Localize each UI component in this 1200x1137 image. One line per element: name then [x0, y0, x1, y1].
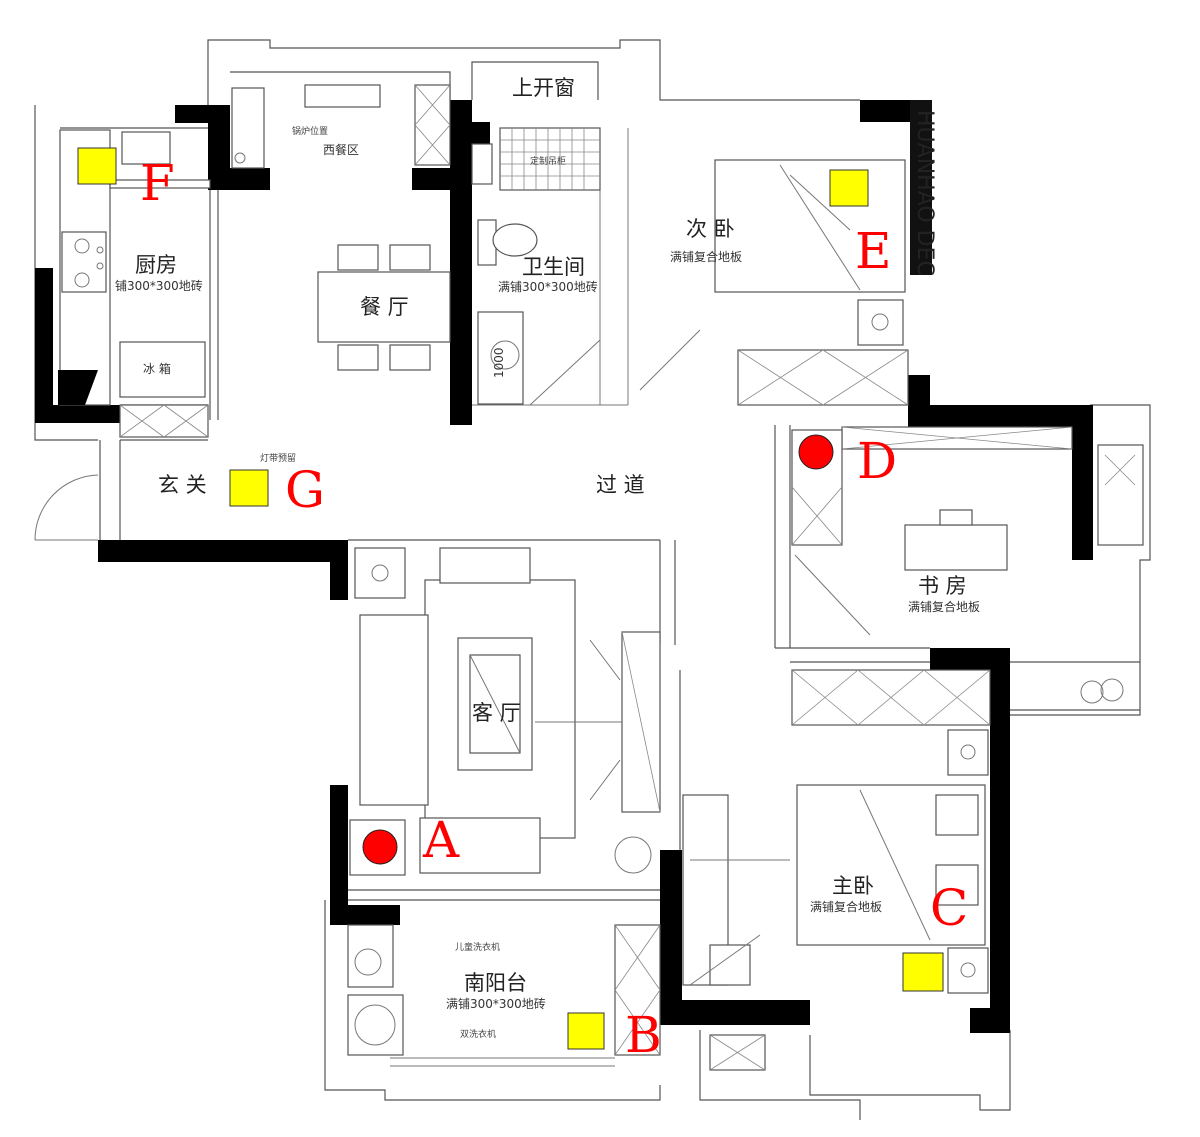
kids-washer-note: 儿童洗衣机	[455, 941, 500, 953]
master-name: 主卧	[832, 874, 874, 898]
marker-c-square	[902, 952, 944, 992]
second-bedroom-floor: 满铺复合地板	[670, 249, 742, 264]
walls	[35, 100, 1093, 1033]
marker-c-letter: C	[930, 879, 968, 937]
custom-cabinet-note: 定制吊柜	[530, 155, 566, 167]
study-name: 书 房	[918, 574, 967, 598]
balcony-fixtures	[347, 924, 766, 1071]
marker-a-letter: A	[422, 811, 460, 869]
marker-e-square	[829, 169, 869, 207]
master-fixtures	[682, 669, 991, 994]
marker-g-letter: G	[285, 461, 325, 519]
second-bedroom-name: 次 卧	[686, 217, 735, 241]
marker-b-letter: B	[625, 1006, 662, 1064]
labels: 上开窗 锅炉位置 西餐区 定制吊柜 厨房 铺300*300地砖 餐 厅 卫生间 …	[115, 76, 980, 1040]
marker-d-dot	[798, 434, 834, 470]
markers: F E G D A C B	[77, 147, 968, 1064]
dimension-1000: 1000	[492, 347, 506, 378]
marker-d-letter: D	[857, 432, 897, 490]
window-label: 上开窗	[512, 76, 575, 100]
marker-a-dot	[362, 829, 398, 865]
outline-lines	[34, 39, 1151, 1120]
balcony-name: 南阳台	[464, 971, 527, 995]
corridor-name: 过 道	[596, 473, 645, 497]
marker-b-square	[567, 1012, 605, 1050]
marker-f-letter: F	[140, 154, 175, 212]
master-floor: 满铺复合地板	[810, 899, 882, 914]
second-bedroom-fixtures	[639, 159, 909, 406]
kitchen-name: 厨房	[135, 253, 177, 277]
watermark-text: HUANHAO DEC	[912, 110, 937, 276]
kitchen-floor: 铺300*300地砖	[115, 278, 203, 293]
double-washer-note: 双洗衣机	[460, 1028, 496, 1040]
living-name: 客 厅	[472, 701, 521, 725]
marker-e-letter: E	[855, 222, 892, 280]
study-floor: 满铺复合地板	[908, 599, 980, 614]
fridge-label: 冰 箱	[143, 361, 171, 376]
balcony-floor: 满铺300*300地砖	[446, 996, 546, 1011]
marker-f-square	[77, 147, 117, 185]
dining-fixtures	[231, 84, 451, 371]
watermark: HUANHAO DEC	[910, 100, 937, 276]
entrance-name: 玄 关	[158, 473, 207, 497]
partitions	[120, 190, 1140, 901]
dining-name: 餐 厅	[360, 295, 409, 319]
living-fixtures	[349, 547, 661, 876]
bathroom-name: 卫生间	[522, 255, 585, 279]
bathroom-floor: 满铺300*300地砖	[498, 279, 598, 294]
bathroom-fixtures	[471, 127, 601, 406]
boiler-note: 锅炉位置	[292, 125, 328, 137]
entrance-door	[34, 474, 99, 541]
marker-g-square	[229, 469, 269, 507]
light-note: 灯带预留	[260, 452, 296, 464]
western-dining-label: 西餐区	[323, 142, 359, 157]
